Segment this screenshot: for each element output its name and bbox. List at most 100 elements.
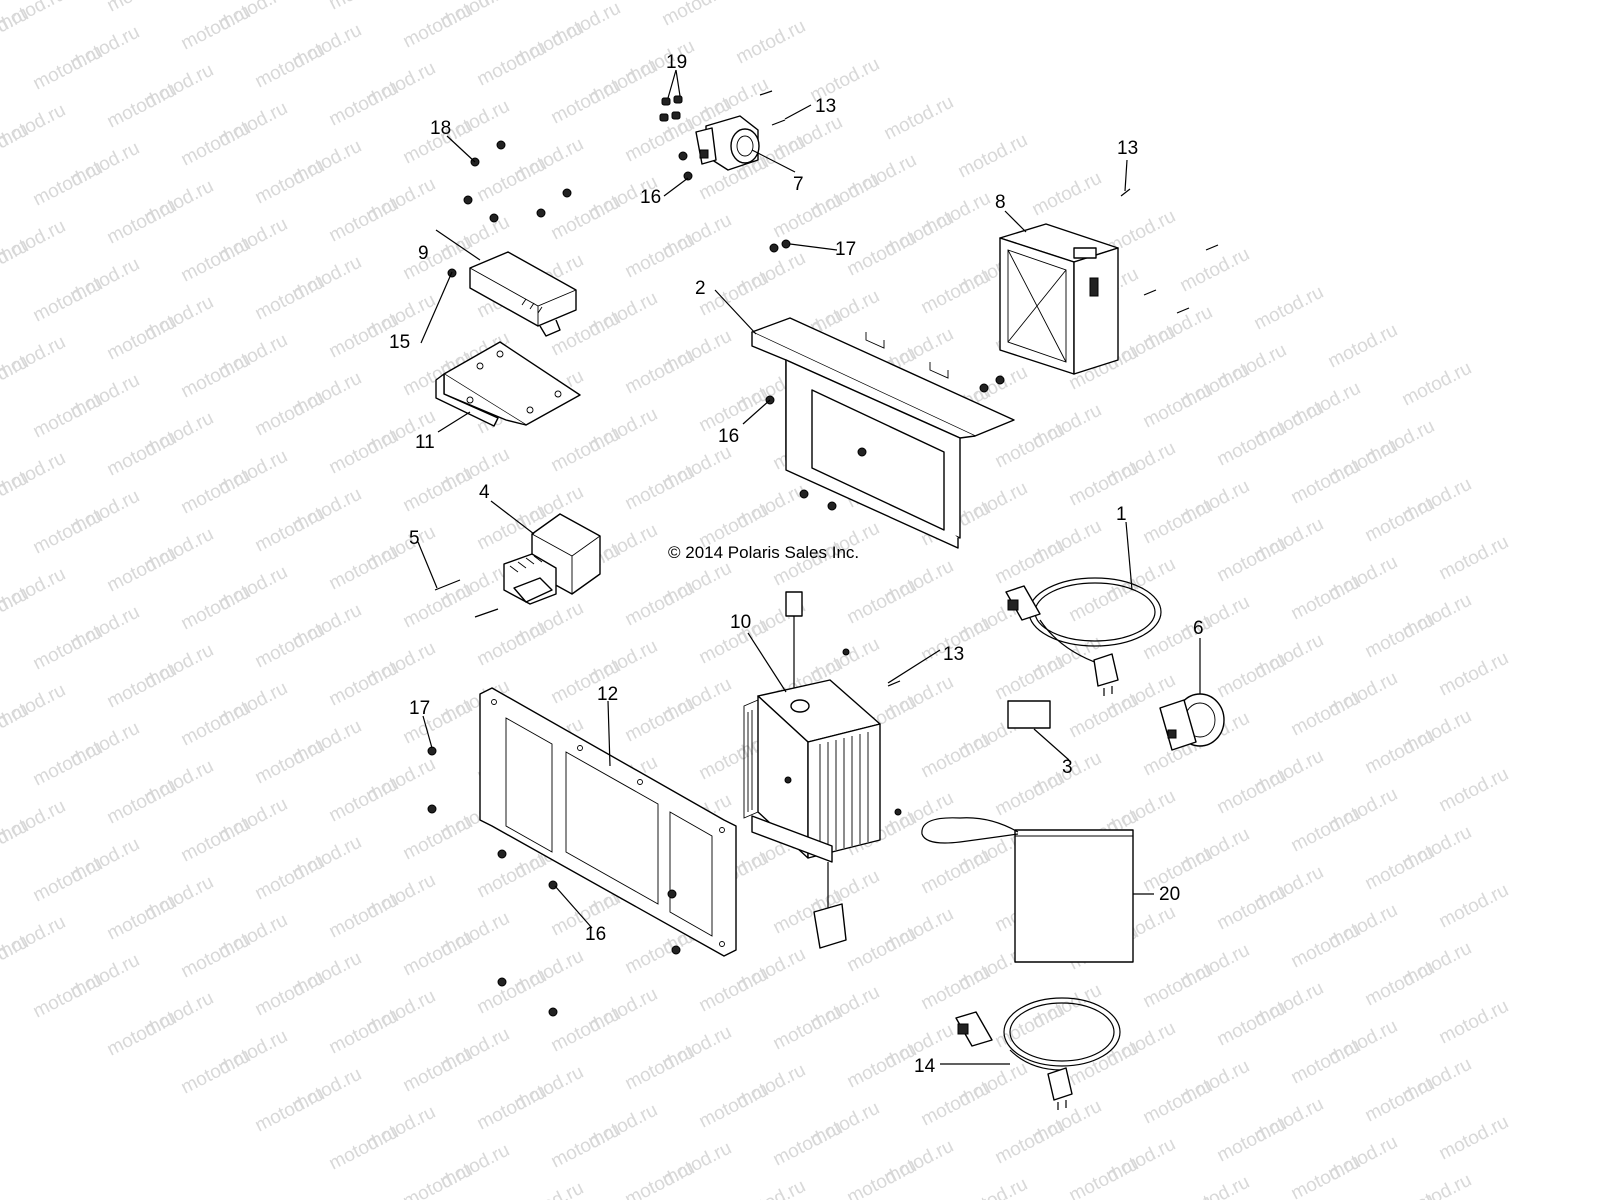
watermark-text: motod.ru — [622, 1158, 698, 1200]
watermark-text: motod.ru — [1436, 1112, 1512, 1165]
callout-13-right[interactable]: 13 — [1117, 138, 1138, 159]
callout-9[interactable]: 9 — [418, 243, 429, 264]
watermark-text: motod.ru — [1066, 574, 1142, 627]
watermark-text: motod.ru — [548, 1004, 624, 1057]
watermark-text: motod.ru — [1214, 1114, 1290, 1167]
callout-18[interactable]: 18 — [430, 118, 451, 139]
part-7-charge-socket — [695, 115, 760, 171]
watermark-text: motod.ru — [1214, 534, 1290, 587]
watermark-text: motod.ru — [252, 272, 328, 325]
watermark-text: motod.ru — [178, 1046, 254, 1099]
callout-15[interactable]: 15 — [389, 332, 410, 353]
watermark-text: motod.ru — [770, 1118, 846, 1171]
callout-5[interactable]: 5 — [409, 528, 420, 549]
callout-11[interactable]: 11 — [415, 432, 435, 453]
callout-13-top[interactable]: 13 — [815, 96, 836, 117]
watermark-text: motod.ru — [400, 0, 476, 52]
callout-17-bottom[interactable]: 17 — [409, 698, 430, 719]
watermark-text: motod.ru — [918, 266, 994, 319]
watermark-text: motod.ru — [178, 814, 254, 867]
watermark-text: motod.ru — [622, 346, 698, 399]
callout-13-mid[interactable]: 13 — [943, 644, 964, 665]
watermark-text: motod.ru — [474, 38, 550, 91]
watermark-text: motod.ru — [1436, 764, 1512, 817]
callout-6[interactable]: 6 — [1193, 618, 1204, 639]
watermark-text: motod.ru — [326, 890, 402, 943]
watermark-text: motod.ru — [1214, 882, 1290, 935]
watermark-text: motod.ru — [400, 232, 476, 285]
plate-fasteners — [427, 746, 681, 1017]
watermark-text: motod.ru — [1066, 1038, 1142, 1091]
part-10-battery-charger — [743, 591, 902, 949]
watermark-text: motod.ru — [252, 620, 328, 673]
watermark-text: motod.ru — [30, 738, 106, 791]
watermark-text: motod.ru — [1362, 958, 1438, 1011]
callout-8[interactable]: 8 — [995, 192, 1006, 213]
watermark-text: motod.ru — [1362, 494, 1438, 547]
callout-16-bottom[interactable]: 16 — [585, 924, 606, 945]
watermark-text: motod.ru — [474, 850, 550, 903]
watermark-text: motod.ru — [955, 1174, 1031, 1200]
watermark-text: motod.ru — [326, 1006, 402, 1059]
watermark-text: motod.ru — [474, 966, 550, 1019]
watermark-text: motod.ru — [178, 930, 254, 983]
callout-2[interactable]: 2 — [695, 278, 706, 299]
watermark-text: motod.ru — [252, 736, 328, 789]
watermark-text: motod.ru — [1436, 880, 1512, 933]
watermark-text: motod.ru — [1140, 496, 1216, 549]
callout-3[interactable]: 3 — [1062, 757, 1073, 778]
part-1-charge-cable — [1005, 577, 1162, 696]
callout-14[interactable]: 14 — [914, 1056, 936, 1077]
watermark-text: motod.ru — [178, 118, 254, 171]
watermark-text: motod.ru — [30, 274, 106, 327]
watermark-text: motod.ru — [1066, 690, 1142, 743]
watermark-text: motod.ru — [548, 76, 624, 129]
part-6-power-inlet — [1159, 693, 1225, 751]
callout-4[interactable]: 4 — [479, 482, 490, 503]
watermark-text: motod.ru — [992, 652, 1068, 705]
watermark-text: motod.ru — [252, 1084, 328, 1137]
watermark-text: motod.ru — [178, 350, 254, 403]
watermark-text: motod.ru — [326, 774, 402, 827]
watermark-text: motod.ru — [1325, 320, 1401, 373]
callout-7[interactable]: 7 — [793, 174, 804, 195]
watermark-text: motod.ru — [400, 580, 476, 633]
part-19-nuts — [659, 95, 683, 122]
callout-16-top[interactable]: 16 — [640, 187, 661, 208]
callout-10[interactable]: 10 — [730, 612, 751, 633]
callout-1[interactable]: 1 — [1116, 504, 1127, 525]
watermark-text: motod.ru — [400, 928, 476, 981]
watermark-text: motod.ru — [178, 698, 254, 751]
watermark-text: motod.ru — [474, 1082, 550, 1135]
callout-20[interactable]: 20 — [1159, 884, 1180, 905]
watermark-text: motod.ru — [844, 924, 920, 977]
watermark-text: motod.ru — [992, 1116, 1068, 1169]
watermark-text: motod.ru — [548, 1120, 624, 1173]
watermark-text: motod.ru — [1399, 1170, 1475, 1200]
watermark-text: motod.ru — [104, 312, 180, 365]
watermark-text: motod.ru — [696, 268, 772, 321]
copyright-text: © 2014 Polaris Sales Inc. — [668, 543, 859, 562]
watermark-text: motod.ru — [326, 1122, 402, 1175]
watermark-text: motod.ru — [30, 506, 106, 559]
watermark-text: motod.ru — [881, 92, 957, 145]
part-14-charge-cable — [955, 997, 1121, 1110]
watermark-text: motod.ru — [1140, 960, 1216, 1013]
watermark-text: motod.ru — [770, 1002, 846, 1055]
watermark-text: motod.ru — [1288, 688, 1364, 741]
watermark-text: motod.ru — [622, 230, 698, 283]
callout-12[interactable]: 12 — [597, 684, 618, 705]
watermark-text: motod.ru — [770, 190, 846, 243]
callout-16-mid[interactable]: 16 — [718, 426, 739, 447]
watermark-text: motod.ru — [326, 78, 402, 131]
part-20-bag — [921, 817, 1134, 963]
watermark-text: motod.ru — [252, 156, 328, 209]
callout-19[interactable]: 19 — [666, 52, 687, 73]
callout-17-top[interactable]: 17 — [835, 239, 856, 260]
part-13-screws-top — [759, 90, 1219, 314]
watermark-text: motod.ru — [252, 852, 328, 905]
watermark-text: motod.ru — [30, 970, 106, 1023]
watermark-text: motod.ru — [1362, 842, 1438, 895]
watermark-text: motod.ru — [1362, 610, 1438, 663]
watermark-text: motod.ru — [178, 234, 254, 287]
